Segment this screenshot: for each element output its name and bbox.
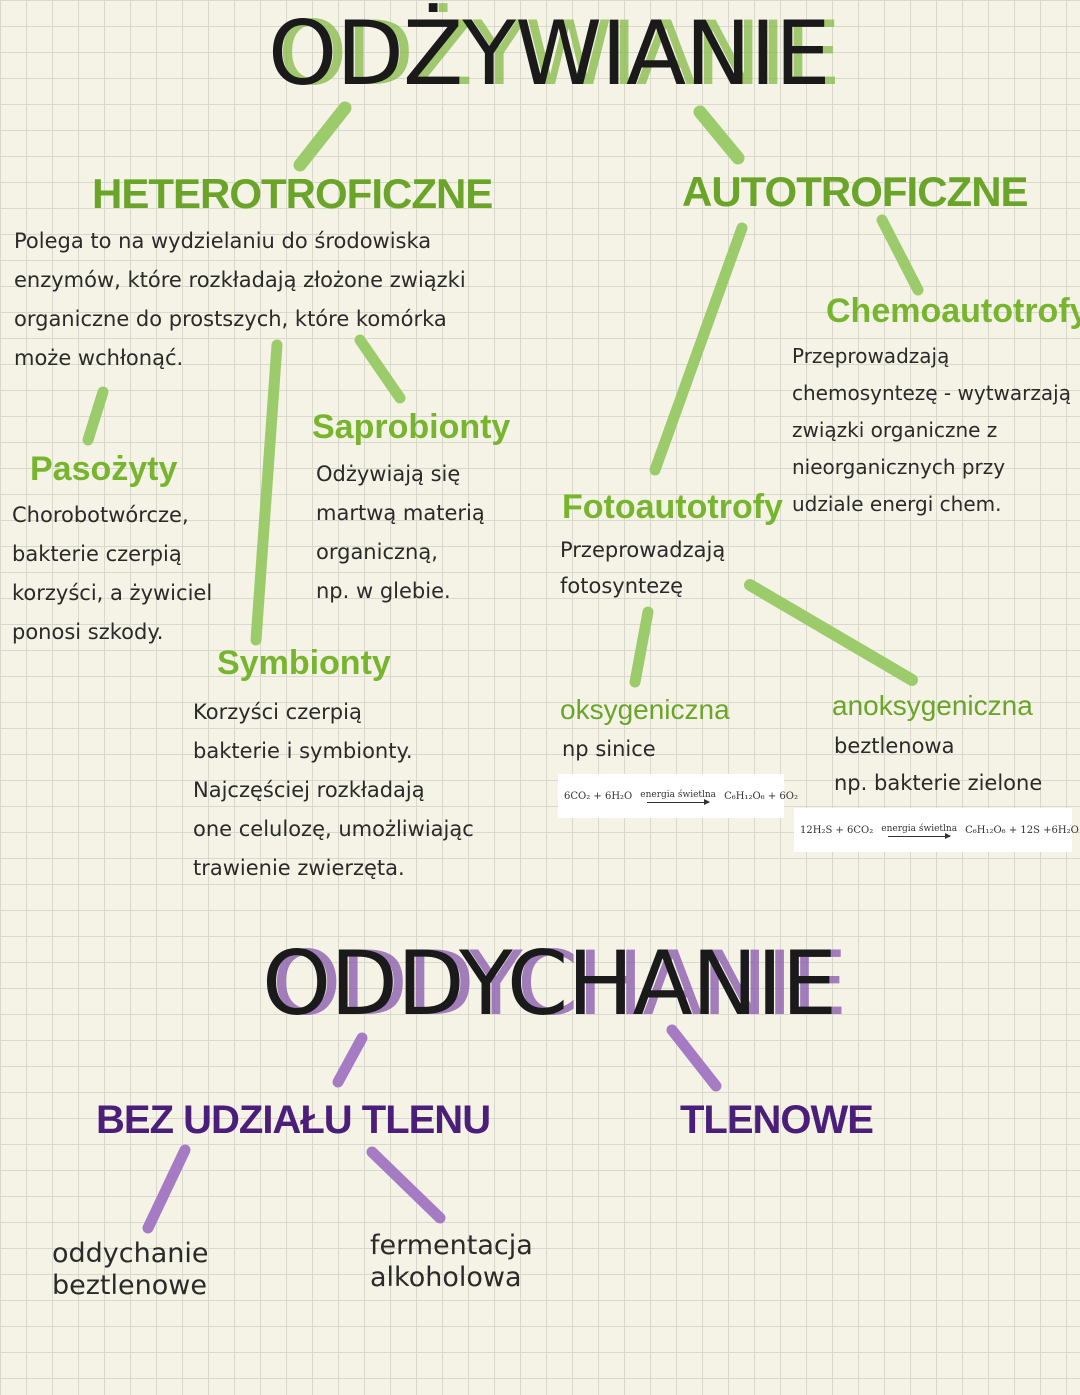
chemoautotrophs-text: Przeprowadzają chemosyntezę - wytwarzają… (792, 344, 1071, 516)
equation-right: C₆H₁₂O₆ + 6O₂ (724, 790, 798, 802)
equation-arrow-label: energia świetlna (881, 823, 958, 834)
equation-arrow: energia świetlna (881, 823, 958, 839)
arrow-icon (888, 832, 952, 839)
anaerobic-to-leaf-left (142, 1144, 191, 1234)
equation-left: 12H₂S + 6CO₂ (800, 824, 874, 836)
autotrophic-to-photoautotrophs (649, 222, 748, 476)
heterotrophic-to-parasites (82, 386, 109, 446)
saprobionts-heading: Saprobionty (312, 408, 511, 446)
alcoholic-fermentation-leaf: fermentacja alkoholowa (370, 1230, 533, 1293)
equation-arrow-label: energia świetlna (640, 789, 717, 800)
nutrition-title: ODŻYWIANIE (268, 2, 831, 105)
chemoautotrophs-heading: Chemoautotrofy (826, 292, 1080, 330)
anoxygenic-label: anoksygeniczna (832, 690, 1033, 721)
autotrophic-to-chemoautotrophs (876, 214, 924, 296)
anaerobic-to-leaf-right (366, 1146, 446, 1224)
symbionts-heading: Symbionty (217, 644, 391, 682)
photoautotrophs-to-oxygenic (629, 606, 654, 688)
anoxygenic-equation: 12H₂S + 6CO₂ energia świetlna C₆H₁₂O₆ + … (794, 808, 1079, 852)
heterotrophic-description: Polega to na wydzielaniu do środowiska e… (14, 229, 466, 370)
heterotrophic-heading: HETEROTROFICZNE (92, 170, 493, 217)
oxygenic-text: np sinice (562, 737, 656, 761)
photoautotrophs-heading: Fotoautotrofy (562, 488, 783, 526)
equation-right: C₆H₁₂O₆ + 12S +6H₂O (965, 824, 1079, 836)
photoautotrophs-to-anoxygenic (744, 579, 918, 686)
heterotrophic-to-symbionts (250, 339, 283, 646)
nutrition-to-heterotrophic (293, 101, 352, 172)
arrow-icon (647, 798, 711, 805)
respiration-title: ODDYCHANIE (262, 932, 837, 1035)
anoxygenic-text: beztlenowa np. bakterie zielone (834, 734, 1043, 795)
heterotrophic-to-saprobionts (354, 334, 406, 404)
symbionts-text: Korzyści czerpią bakterie i symbionty. N… (193, 700, 474, 880)
oxygenic-label: oksygeniczna (560, 694, 730, 725)
equation-left: 6CO₂ + 6H₂O (564, 790, 633, 802)
respiration-to-anaerobic (332, 1032, 368, 1088)
saprobionts-text: Odżywiają się martwą materią organiczną,… (316, 462, 485, 603)
equation-arrow: energia świetlna (640, 789, 717, 805)
aerobic-heading: TLENOWE (680, 1098, 874, 1142)
parasites-text: Chorobotwórcze, bakterie czerpią korzyśc… (12, 503, 213, 644)
autotrophic-heading: AUTOTROFICZNE (682, 168, 1029, 215)
anaerobic-respiration-leaf: oddychanie beztlenowe (52, 1238, 209, 1301)
photoautotrophs-text: Przeprowadzają fotosyntezę (560, 538, 726, 598)
oxygenic-equation: 6CO₂ + 6H₂O energia świetlna C₆H₁₂O₆ + 6… (558, 774, 798, 818)
parasites-heading: Pasożyty (30, 450, 178, 488)
nutrition-to-autotrophic (693, 105, 745, 165)
respiration-to-aerobic (666, 1024, 722, 1092)
anaerobic-heading: BEZ UDZIAŁU TLENU (96, 1098, 491, 1142)
